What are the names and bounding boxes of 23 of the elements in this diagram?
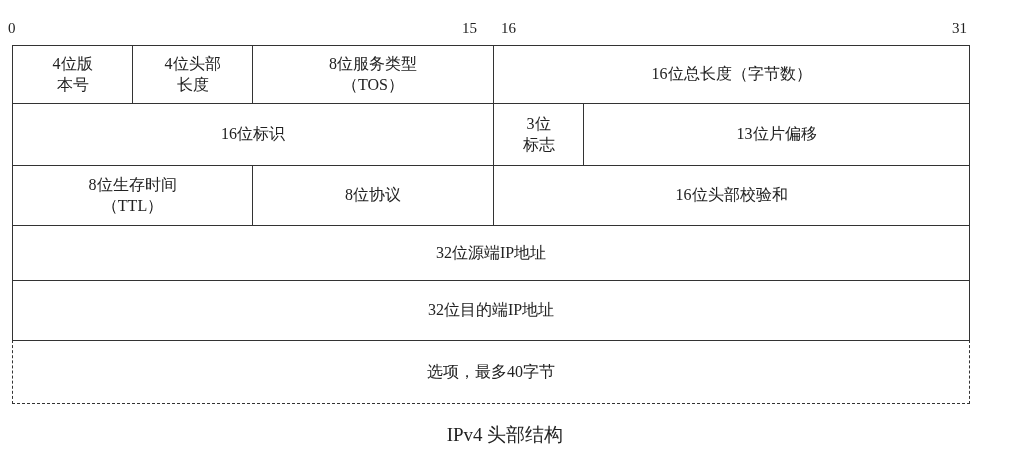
- field-label: 3位标志: [521, 113, 556, 155]
- field-label: 16位头部校验和: [675, 185, 788, 206]
- bit-number: 0: [8, 20, 16, 37]
- field-label: 16位标识: [221, 124, 285, 145]
- field-label: 16位总长度（字节数）: [651, 64, 812, 85]
- field-label: 选项，最多40字节: [427, 361, 555, 382]
- header-field: [12, 280, 970, 341]
- field-label: 8位服务类型（TOS）: [328, 53, 418, 95]
- field-label: 32位目的端IP地址: [427, 300, 555, 321]
- field-label: 32位源端IP地址: [435, 242, 547, 263]
- header-field: [12, 45, 133, 104]
- field-label: 4位头部长度: [163, 53, 222, 95]
- header-field: [493, 45, 970, 104]
- bit-number: 31: [952, 20, 967, 37]
- field-label: 8位生存时间（TTL）: [87, 174, 178, 216]
- bit-number: 16: [501, 20, 516, 37]
- field-label: 13位片偏移: [736, 124, 817, 145]
- bit-number: 15: [462, 20, 477, 37]
- caption: IPv4 头部结构: [445, 423, 565, 447]
- field-label: 8位协议: [345, 185, 401, 206]
- header-field: [12, 340, 970, 404]
- field-label: 4位版本号: [51, 53, 94, 95]
- header-field: [12, 225, 970, 281]
